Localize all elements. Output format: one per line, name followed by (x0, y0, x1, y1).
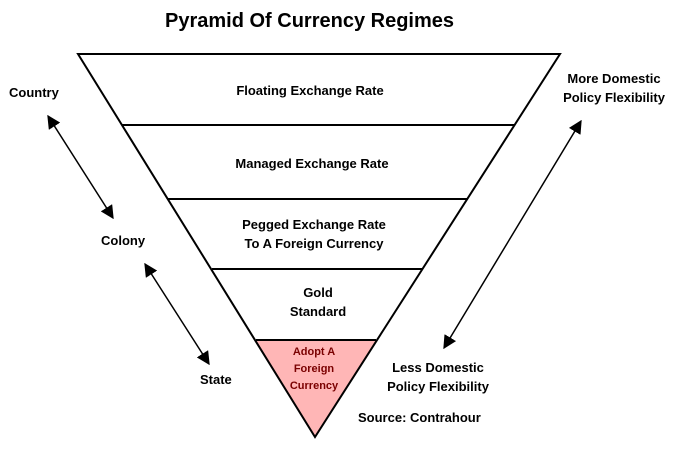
flexibility-arrow (443, 119, 582, 350)
less-flexibility-label: Less Domestic Policy Flexibility (387, 360, 489, 394)
scale-label-colony: Colony (101, 233, 146, 248)
tier-label-floating: Floating Exchange Rate (236, 83, 384, 98)
more-flexibility-label: More Domestic Policy Flexibility (563, 71, 665, 105)
tier-label-adopt-foreign-currency: Adopt A Foreign Currency (289, 346, 339, 392)
scale-label-country: Country (9, 85, 59, 100)
scale-label-state: State (200, 372, 232, 387)
pyramid-outline (76, 53, 562, 439)
country-colony-arrow (47, 114, 114, 220)
page-title: Pyramid Of Currency Regimes (165, 10, 454, 32)
tier-adopt-foreign-currency-shape (256, 340, 376, 437)
tier-label-gold-standard: Gold Standard (289, 285, 347, 319)
source-note: Source: Contrahour (358, 410, 481, 425)
colony-state-arrow (144, 262, 210, 366)
tier-label-pegged: Pegged Exchange Rate To A Foreign Curren… (242, 217, 386, 251)
tier-label-managed: Managed Exchange Rate (235, 156, 389, 171)
